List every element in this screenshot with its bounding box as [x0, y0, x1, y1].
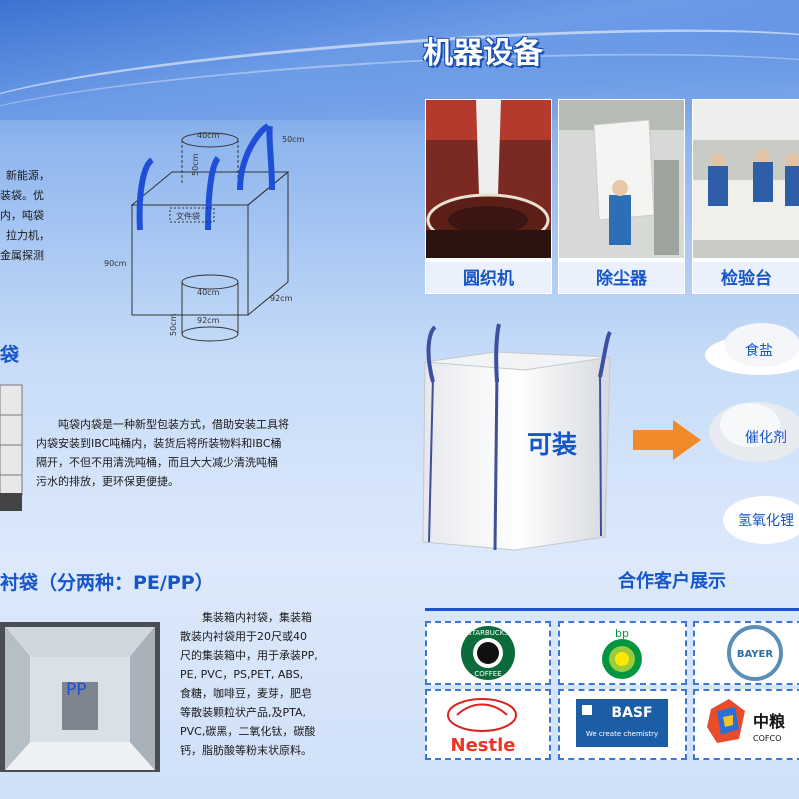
dim-label: 40cm [197, 131, 220, 140]
liner-line: 尺的集装箱中，用于承装PP, [180, 649, 318, 662]
logo-basf: BASF We create chemistry [558, 689, 687, 760]
intro-text: 新能源， 装袋。优 内，吨袋 拉力机， 金属探测 [0, 166, 60, 266]
partners-divider [425, 608, 799, 611]
cofco-logo-icon: 中粮 COFCO [707, 699, 785, 743]
logo-nestle: Nestle [425, 689, 551, 760]
dim-label: 50cm [191, 153, 200, 176]
liner-line: 钙，脂肪酸等粉末状原料。 [180, 744, 312, 757]
logo-bayer: BAYER [693, 621, 799, 685]
ibc-section-title: 袋 [0, 344, 20, 366]
logo-starbucks: STARBUCKS COFFEE [425, 621, 551, 685]
inspection-table-photo [693, 100, 799, 258]
logo-text: STARBUCKS [467, 629, 509, 637]
machine-card: 圆织机 [425, 99, 552, 294]
liner-line: 散装内衬袋用于20尺或40 [180, 630, 307, 643]
liner-line: 食糖，咖啡豆，麦芽，肥皂 [180, 687, 312, 700]
machine-caption: 除尘器 [559, 262, 684, 293]
starbucks-logo-icon: STARBUCKS COFFEE [461, 626, 515, 680]
loadable-label: 可装 [527, 430, 578, 459]
bayer-logo-icon: BAYER [727, 625, 783, 681]
doc-label: 文件袋 [176, 211, 200, 221]
liner-description: 集装箱内衬袋，集装箱 散装内衬袋用于20尺或40 尺的集装箱中，用于承装PP, … [180, 608, 355, 760]
intro-line: 新能源， [6, 169, 50, 182]
liner-line: PE, PVC，PS,PET, ABS, [180, 668, 304, 681]
loadable-item: 食盐 [745, 343, 773, 359]
dim-label: 92cm [197, 316, 220, 325]
machine-section-title: 机器设备 [423, 36, 543, 71]
logo-text: 中粮 [753, 712, 785, 731]
machine-caption: 圆织机 [426, 262, 551, 293]
lithium-hydroxide-photo [723, 496, 799, 544]
loadable-item: 氢氧化锂 [738, 513, 794, 529]
partners-title: 合作客户展示 [618, 571, 726, 592]
dim-label: 92cm [270, 294, 293, 303]
machine-card: 除尘器 [558, 99, 685, 294]
logo-subtext: We create chemistry [586, 730, 658, 738]
logo-text: BASF [611, 705, 652, 721]
intro-line: 拉力机， [6, 229, 50, 242]
ibc-line: 吨袋内袋是一种新型包装方式，借助安装工具将 [58, 418, 289, 431]
liner-line: 等散装颗粒状产品,及PTA, [180, 706, 307, 719]
intro-line: 金属探测 [0, 249, 44, 262]
ibc-description: 吨袋内袋是一种新型包装方式，借助安装工具将 内袋安装到IBC吨桶内，装货后将所装… [36, 415, 356, 491]
dim-label: 90cm [104, 259, 127, 268]
salt-photo [705, 323, 799, 375]
catalyst-photo [709, 402, 799, 462]
logo-text: COFFEE [474, 670, 501, 678]
liner-line: 集装箱内衬袋，集装箱 [202, 611, 312, 624]
basf-logo-icon: BASF We create chemistry [576, 699, 668, 747]
dust-remover-photo [559, 100, 684, 258]
logo-text: Nestle [451, 735, 516, 756]
container-liner-photo [0, 622, 160, 772]
machine-caption: 检验台 [693, 262, 799, 293]
liner-section-title: 衬袋（分两种：PE/PP） [0, 572, 214, 594]
nestle-logo-icon: Nestle [447, 698, 517, 756]
ibc-line: 污水的排放，更环保更便捷。 [36, 475, 179, 488]
logo-subtext: COFCO [753, 734, 781, 743]
ibc-tank-photo [0, 384, 23, 511]
bag-dimension-diagram: 40cm 50cm 50cm 文件袋 90cm 92cm 40cm 92cm 5… [104, 123, 305, 342]
loadable-item: 催化剂 [745, 430, 787, 446]
logo-cofco: 中粮 COFCO [693, 689, 799, 760]
ibc-line: 内袋安装到IBC吨桶内，装货后将所装物料和IBC桶 [36, 437, 282, 450]
arrow-icon [633, 420, 701, 460]
pp-label: PP [66, 680, 87, 700]
dim-label: 40cm [197, 288, 220, 297]
ibc-line: 隔开，不但不用清洗吨桶，而且大大减少清洗吨桶 [36, 456, 278, 469]
dim-label: 50cm [169, 313, 178, 336]
liner-line: PVC,碳黑，二氧化钛，碳酸 [180, 725, 316, 738]
intro-line: 内，吨袋 [0, 209, 44, 222]
dim-label: 50cm [282, 135, 305, 144]
intro-line: 装袋。优 [0, 189, 44, 202]
machine-card: 检验台 [692, 99, 799, 294]
bp-logo-icon: bp [602, 627, 642, 679]
circular-loom-photo [426, 100, 551, 258]
logo-bp: bp [558, 621, 687, 685]
bulk-bag-photo [422, 323, 612, 551]
logo-text: BAYER [737, 649, 773, 660]
logo-text: bp [615, 627, 629, 640]
